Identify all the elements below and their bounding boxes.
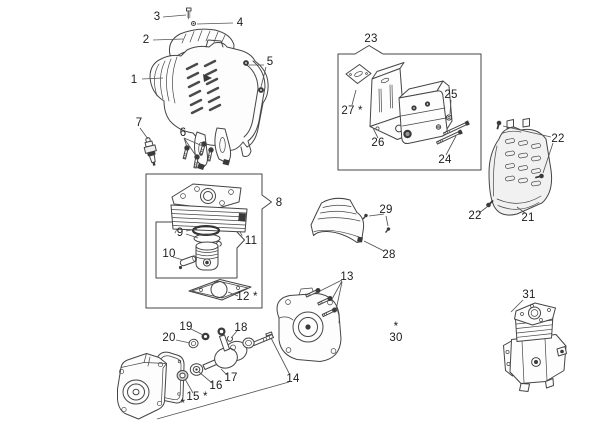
callout-20: 20 bbox=[162, 332, 176, 344]
muffler-washer-drawing-25 bbox=[435, 114, 453, 130]
crankcase-bolt-drawing-13 bbox=[305, 288, 337, 317]
muffler-bolt-drawing-24 bbox=[436, 120, 470, 145]
callout-22-left: 22 bbox=[468, 210, 482, 222]
piston-pin-drawing-10 bbox=[178, 255, 197, 270]
nut-drawing-5 bbox=[243, 60, 264, 93]
callout-3: 3 bbox=[153, 11, 161, 23]
callout-28: 28 bbox=[382, 249, 396, 261]
cylinder-kit-box bbox=[145, 173, 272, 309]
engine-assembly-drawing-31 bbox=[503, 302, 567, 392]
piston-rings-drawing-9 bbox=[191, 225, 222, 247]
crankcase-half-left-drawing bbox=[117, 353, 167, 420]
callout-22-right: 22 bbox=[551, 133, 565, 145]
callout-10: 10 bbox=[162, 248, 176, 260]
callout-19: 19 bbox=[179, 321, 193, 333]
callout-12: 12 * bbox=[236, 291, 258, 303]
callout-2: 2 bbox=[142, 34, 150, 46]
muffler-guard-drawing-21 bbox=[488, 118, 553, 216]
callout-30: 30 bbox=[389, 332, 403, 344]
callout-9: 9 bbox=[176, 227, 184, 239]
callout-24: 24 bbox=[438, 154, 452, 166]
crankcase-half-right-drawing-14 bbox=[265, 287, 342, 362]
asterisk-gasket: * bbox=[180, 398, 186, 410]
callout-23: 23 bbox=[364, 33, 378, 45]
muffler-kit-box bbox=[337, 45, 482, 171]
piston-drawing bbox=[195, 241, 219, 271]
cylinder-drawing-8 bbox=[170, 183, 248, 236]
muffler-gasket-drawing-27 bbox=[345, 64, 372, 84]
callout-13: 13 bbox=[340, 271, 354, 283]
callout-18: 18 bbox=[234, 322, 248, 334]
callout-29: 29 bbox=[379, 204, 393, 216]
callout-1: 1 bbox=[130, 74, 138, 86]
crankshaft-drawing-17 bbox=[202, 327, 274, 370]
spark-plug-drawing-7 bbox=[143, 137, 157, 166]
callout-16: 16 bbox=[209, 380, 223, 392]
callout-17: 17 bbox=[224, 372, 238, 384]
callout-25: 25 bbox=[444, 89, 458, 101]
callout-26: 26 bbox=[371, 137, 385, 149]
cylinder-gasket-drawing-12 bbox=[188, 279, 252, 301]
callout-4: 4 bbox=[236, 17, 244, 29]
callout-5: 5 bbox=[266, 56, 274, 68]
washer-drawing-4 bbox=[191, 21, 196, 26]
bolt-drawing-6 bbox=[182, 141, 214, 169]
callout-31: 31 bbox=[522, 289, 536, 301]
callout-21: 21 bbox=[521, 212, 535, 224]
callout-11: 11 bbox=[244, 235, 258, 247]
callout-8: 8 bbox=[275, 197, 283, 209]
callout-27: 27 * bbox=[341, 105, 363, 117]
screw-drawing-3 bbox=[186, 7, 192, 20]
callout-14: 14 bbox=[286, 373, 300, 385]
asterisk-30: * bbox=[393, 321, 399, 333]
bearing-seal-drawings bbox=[176, 332, 255, 381]
guard-screw-drawing-22 bbox=[486, 120, 544, 208]
shroud-screw-drawing-29 bbox=[362, 213, 391, 233]
muffler-drawing bbox=[398, 80, 453, 145]
cylinder-shroud-drawing-28 bbox=[310, 197, 365, 243]
leader-lines bbox=[139, 14, 554, 420]
callout-6: 6 bbox=[179, 127, 187, 139]
callout-7: 7 bbox=[135, 117, 143, 129]
callout-15: 15 * bbox=[186, 391, 208, 403]
